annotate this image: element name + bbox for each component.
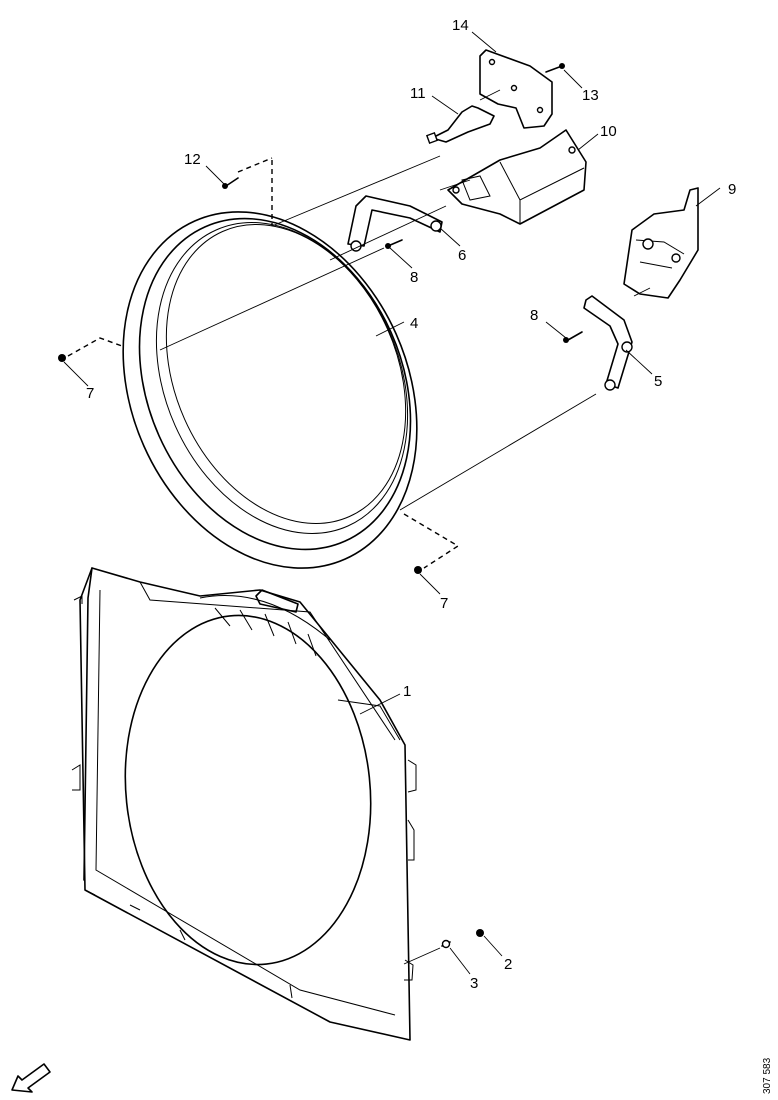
bracket-10	[447, 129, 587, 225]
callout-3: 3	[470, 975, 478, 992]
callout-12: 12	[184, 151, 201, 168]
bracket-5	[583, 295, 633, 391]
callout-11: 11	[410, 85, 426, 102]
callout-2: 2	[504, 956, 512, 973]
bracket-6	[347, 195, 443, 252]
bracket-9	[623, 187, 699, 299]
drawing-reference-number: 307 583	[762, 1057, 773, 1094]
fan-shroud	[71, 567, 417, 1041]
callout-1: 1	[403, 683, 411, 700]
bracket-14	[479, 49, 553, 129]
clip-11	[425, 105, 495, 145]
fan-ring	[122, 211, 418, 569]
callout-labels: 1 2 3 4 5 6 7 7 8 8 9 10 11 12 13 14	[86, 17, 736, 992]
assembly-lines	[67, 89, 651, 965]
callout-8-right: 8	[530, 307, 538, 324]
callout-8-upper: 8	[410, 269, 418, 286]
callout-10: 10	[600, 123, 617, 140]
callout-9: 9	[728, 181, 736, 198]
callout-7-lower: 7	[440, 595, 448, 612]
callout-5: 5	[654, 373, 662, 390]
leader-lines	[63, 31, 721, 975]
fasteners	[58, 63, 583, 949]
callout-14: 14	[452, 17, 469, 34]
front-direction-arrow-icon	[11, 1063, 51, 1093]
callout-4: 4	[410, 315, 418, 332]
callout-13: 13	[582, 87, 599, 104]
callout-6: 6	[458, 247, 466, 264]
callout-7-left: 7	[86, 385, 94, 402]
